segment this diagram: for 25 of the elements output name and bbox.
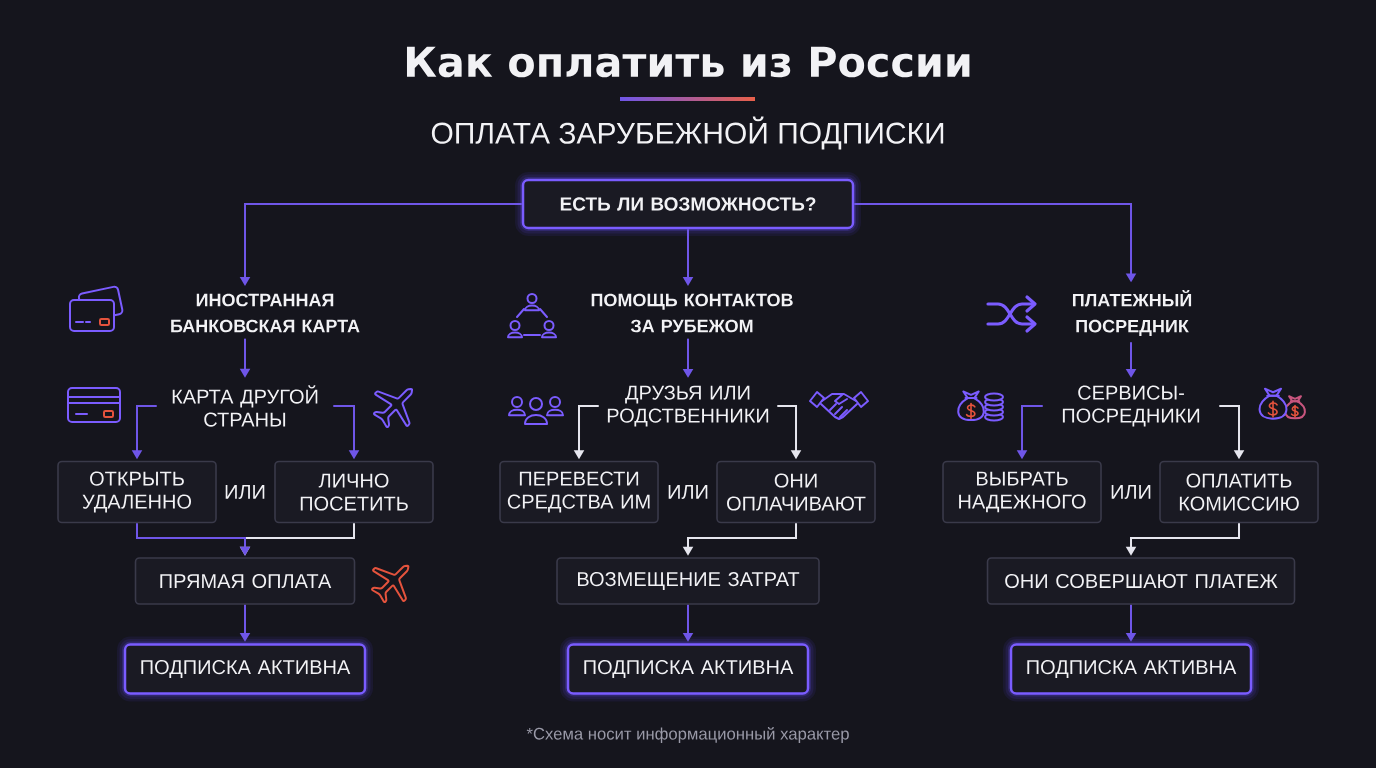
step-box: ВОЗМЕЩЕНИЕ ЗАТРАТ xyxy=(556,557,820,605)
step-box: ОТКРЫТЬ УДАЛЕННО xyxy=(57,460,217,524)
step-text: ДРУЗЬЯ ИЛИ РОДСТВЕННИКИ xyxy=(607,385,769,427)
title: Как оплатить из России xyxy=(407,46,970,78)
step-text: СЕРВИСЫ-ПОСРЕДНИКИ xyxy=(1062,385,1200,427)
step-text: КАРТА ДРУГОЙ СТРАНЫ xyxy=(172,385,318,427)
step-box: ЛИЧНО ПОСЕТИТЬ xyxy=(274,460,434,524)
question-box: ЕСТЬ ЛИ ВОЗМОЖНОСТЬ? xyxy=(515,172,861,236)
or-label: ИЛИ xyxy=(225,485,265,499)
footnote: *Схема носит информационный характер xyxy=(526,727,849,743)
option-heading: ПЛАТЕЖНЫЙ ПОСРЕДНИК xyxy=(1073,290,1192,336)
or-label: ИЛИ xyxy=(1111,485,1151,499)
result-box: ПОДПИСКА АКТИВНА xyxy=(1003,636,1259,702)
subtitle: ОПЛАТА ЗАРУБЕЖНОЙ ПОДПИСКИ xyxy=(431,116,944,150)
step-box: ОНИ СОВЕРШАЮТ ПЛАТЕЖ xyxy=(986,557,1296,605)
result-box: ПОДПИСКА АКТИВНА xyxy=(117,636,373,702)
option-heading: ПОМОЩЬ КОНТАКТОВ ЗА РУБЕЖОМ xyxy=(591,293,793,333)
step-box: ПЕРЕВЕСТИ СРЕДСТВА ИМ xyxy=(499,460,659,524)
step-box: ПРЯМАЯ ОПЛАТА xyxy=(134,557,356,605)
or-label: ИЛИ xyxy=(668,485,708,499)
step-box: ВЫБРАТЬ НАДЕЖНОГО xyxy=(942,460,1102,524)
step-box: ОНИ ОПЛАЧИВАЮТ xyxy=(716,460,876,524)
result-box: ПОДПИСКА АКТИВНА xyxy=(560,636,816,702)
option-heading: ИНОСТРАННАЯ БАНКОВСКАЯ КАРТА xyxy=(171,293,360,333)
step-box: ОПЛАТИТЬ КОМИССИЮ xyxy=(1159,460,1319,524)
